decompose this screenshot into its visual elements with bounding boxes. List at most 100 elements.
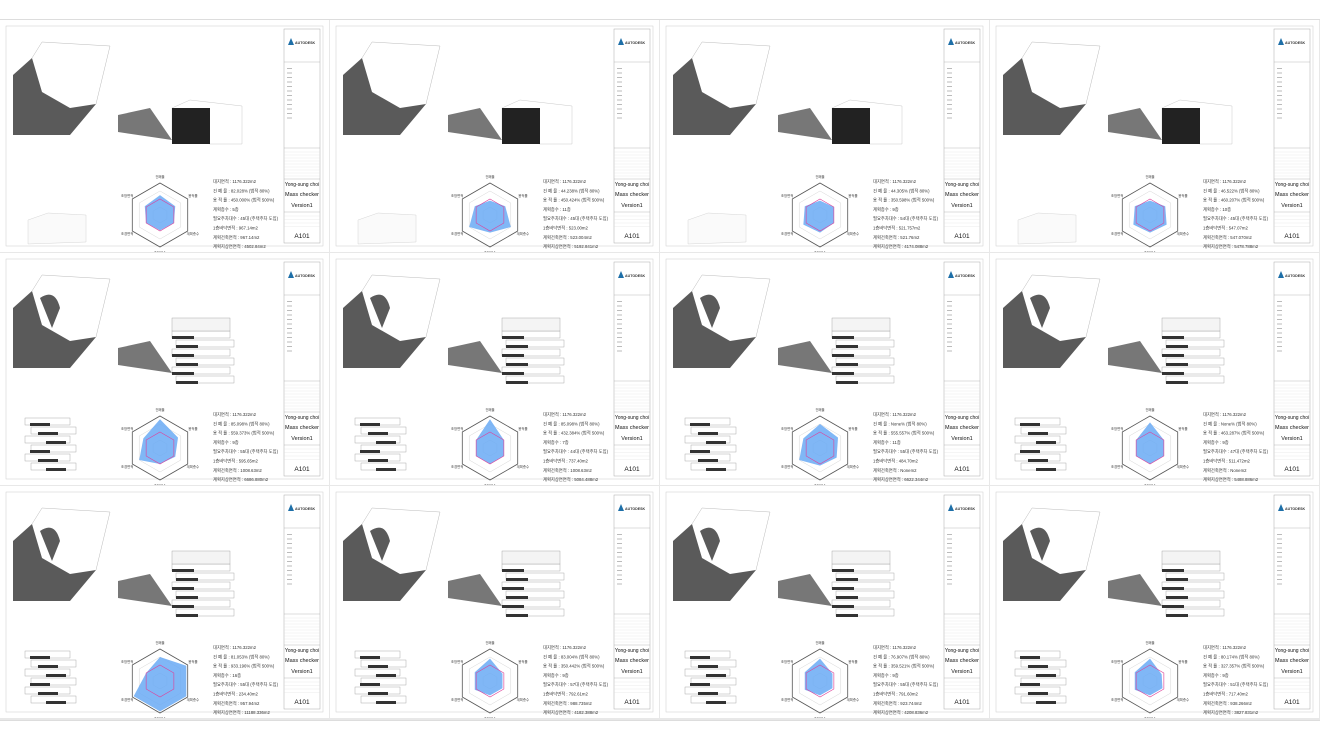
radar-chart: 건폐율용적률계획층수주차대수조경면적조망면적: [781, 174, 859, 252]
sheet-number: A101: [294, 699, 310, 706]
title-block-project: Mass checker: [615, 192, 649, 198]
perspective-view: [778, 550, 895, 617]
perspective-view: [778, 317, 895, 384]
radar-axis-label: 용적률: [188, 426, 197, 431]
title-block-project: Mass checker: [615, 658, 649, 664]
autodesk-logo: AUTODESK: [955, 507, 976, 511]
mass-info-line: 계획건축면적 : 957.94m2: [213, 700, 260, 707]
radar-axis-label: 건폐율: [1145, 174, 1154, 179]
mass-info-line: 계획층수 : 7층: [543, 439, 569, 446]
mass-info-line: 계획지상연면적 : 6622.344m2: [873, 476, 929, 483]
title-block-project: Mass checker: [945, 425, 979, 431]
radar-grid-ring: [791, 415, 849, 481]
site-plan-view: [1003, 41, 1101, 135]
mass-info-line: 계획건축면적 : 521.76m2: [873, 234, 920, 241]
radar-reference-line: [1135, 664, 1165, 698]
radar-axis-label: 건폐율: [485, 640, 494, 645]
mass-info-line: 계획층수 : 9층: [543, 672, 569, 679]
title-block-project: Mass checker: [1275, 425, 1309, 431]
sheet-thumbnail[interactable]: 건폐율용적률계획층수주차대수조경면적조망면적대지면적 : 1176.322m2건…: [330, 253, 659, 485]
mass-info-line: 계획층수 : 11층: [543, 206, 571, 213]
title-block-project: Mass checker: [285, 192, 319, 198]
sheet-thumbnail[interactable]: 건폐율용적률계획층수주차대수조경면적조망면적대지면적 : 1176.322m2건…: [0, 486, 329, 718]
sheet-drawing: 건폐율용적률계획층수주차대수조경면적조망면적대지면적 : 1176.322m2건…: [665, 491, 984, 718]
radar-axis-label: 조경면적: [1111, 464, 1123, 469]
site-plan-view: [1003, 274, 1101, 368]
radar-axis-label: 주차대수: [814, 483, 826, 485]
mass-info-line: 대지면적 : 1176.322m2: [213, 411, 257, 418]
radar-grid-ring: [799, 190, 841, 240]
mass-info-line: 필요주차대수 : 44대 (주택주차 도입): [543, 448, 609, 455]
radar-axis-label: 조망면적: [781, 659, 793, 664]
radar-chart: 건폐율용적률계획층수주차대수조경면적조망면적: [1111, 174, 1189, 252]
sheet-thumbnail[interactable]: 건폐율용적률계획층수주차대수조경면적조망면적대지면적 : 1176.322m2건…: [330, 486, 659, 718]
mass-info-line: 필요주차대수 : 55대 (주택주차 도입): [213, 448, 279, 455]
mass-info-line: 계획층수 : 9층: [873, 672, 899, 679]
radar-series-area: [476, 419, 504, 464]
mass-info-line: 계획지상연면적 : 5192.841m2: [543, 243, 599, 250]
site-plan-view: [673, 507, 771, 601]
sheet-thumbnail[interactable]: 건폐율용적률계획층수주차대수조경면적조망면적대지면적 : 1176.322m2건…: [660, 486, 989, 718]
radar-grid-ring: [799, 656, 841, 706]
radar-reference-line: [145, 664, 175, 698]
elevation-view: [354, 417, 407, 471]
sheet-thumbnail[interactable]: 건폐율용적률계획층수주차대수조경면적조망면적대지면적 : 1176.322m2건…: [330, 20, 659, 252]
radar-series-area: [1133, 200, 1167, 233]
radar-reference-line: [805, 431, 835, 465]
mass-info-line: 계획건축면적 : 967.14m2: [213, 234, 260, 241]
autodesk-logo-icon: [948, 38, 954, 45]
sheet-thumbnail[interactable]: 건폐율용적률계획층수주차대수조경면적조망면적대지면적 : 1176.322m2건…: [0, 253, 329, 485]
mass-info-line: 대지면적 : 1176.322m2: [213, 644, 257, 651]
radar-axis-label: 조망면적: [781, 193, 793, 198]
radar-grid-ring: [1121, 648, 1179, 714]
title-block-project: Mass checker: [1275, 658, 1309, 664]
radar-chart: 건폐율용적률계획층수주차대수조경면적조망면적: [451, 174, 529, 252]
radar-axis-label: 조망면적: [451, 426, 463, 431]
site-plan-view: [13, 507, 111, 601]
radar-axis-label: 조망면적: [451, 193, 463, 198]
mass-info-line: 필요주차대수 : 55대 (주택주차 도입): [213, 681, 279, 688]
radar-axis-label: 주차대수: [154, 716, 166, 718]
elevation-view: [24, 417, 77, 471]
radar-chart: 건폐율용적률계획층수주차대수조경면적조망면적: [451, 407, 529, 485]
radar-axis-label: 조경면적: [121, 231, 133, 236]
title-block-author: Yong-sung choi: [945, 648, 979, 654]
site-plan-view: [673, 274, 771, 368]
radar-axis-label: 용적률: [1178, 193, 1187, 198]
radar-series-area: [804, 658, 833, 696]
radar-axis-label: 조경면적: [451, 464, 463, 469]
radar-chart: 건폐율용적률계획층수주차대수조경면적조망면적: [781, 640, 859, 718]
radar-axis-label: 조망면적: [781, 426, 793, 431]
mass-info-line: 대지면적 : 1176.322m2: [873, 644, 917, 651]
sheet-thumbnail[interactable]: 건폐율용적률계획층수주차대수조경면적조망면적대지면적 : 1176.322m2건…: [990, 486, 1319, 718]
title-block-project: Mass checker: [285, 425, 319, 431]
sheet-thumbnail[interactable]: 건폐율용적률계획층수주차대수조경면적조망면적대지면적 : 1176.322m2건…: [660, 20, 989, 252]
autodesk-logo: AUTODESK: [1285, 274, 1306, 278]
sheet-number: A101: [1284, 699, 1300, 706]
mass-info-line: 계획건축면적 : 1008.63m2: [213, 467, 262, 474]
elevation-view: [357, 212, 417, 245]
sheet-number: A101: [1284, 233, 1300, 240]
sheet-thumbnail[interactable]: 건폐율용적률계획층수주차대수조경면적조망면적대지면적 : 1176.322m2건…: [0, 20, 329, 252]
sheet-thumbnail[interactable]: 건폐율용적률계획층수주차대수조경면적조망면적대지면적 : 1176.322m2건…: [660, 253, 989, 485]
radar-axis-label: 건폐율: [485, 174, 494, 179]
radar-axis-label: 조경면적: [121, 697, 133, 702]
sheet-thumbnail[interactable]: 건폐율용적률계획층수주차대수조경면적조망면적대지면적 : 1176.322m2건…: [990, 20, 1319, 252]
mass-info-line: 건 폐 율 : None% (법적 80%): [1203, 420, 1257, 427]
mass-info-line: 계획건축면적 : 1008.63m2: [543, 467, 592, 474]
radar-axis-label: 조경면적: [451, 231, 463, 236]
sheet-thumbnail[interactable]: 건폐율용적률계획층수주차대수조경면적조망면적대지면적 : 1176.322m2건…: [990, 253, 1319, 485]
mass-info-line: 대지면적 : 1176.322m2: [1203, 178, 1247, 185]
sheet-number: A101: [624, 466, 640, 473]
title-block-author: Yong-sung choi: [285, 648, 319, 654]
mass-info-line: 계획지상연면적 : 3827.831m2: [1203, 709, 1259, 716]
radar-grid-ring: [799, 423, 841, 473]
title-block-project: Mass checker: [945, 658, 979, 664]
radar-chart: 건폐율용적률계획층수주차대수조경면적조망면적: [1111, 407, 1189, 485]
radar-chart: 건폐율용적률계획층수주차대수조경면적조망면적: [451, 640, 529, 718]
